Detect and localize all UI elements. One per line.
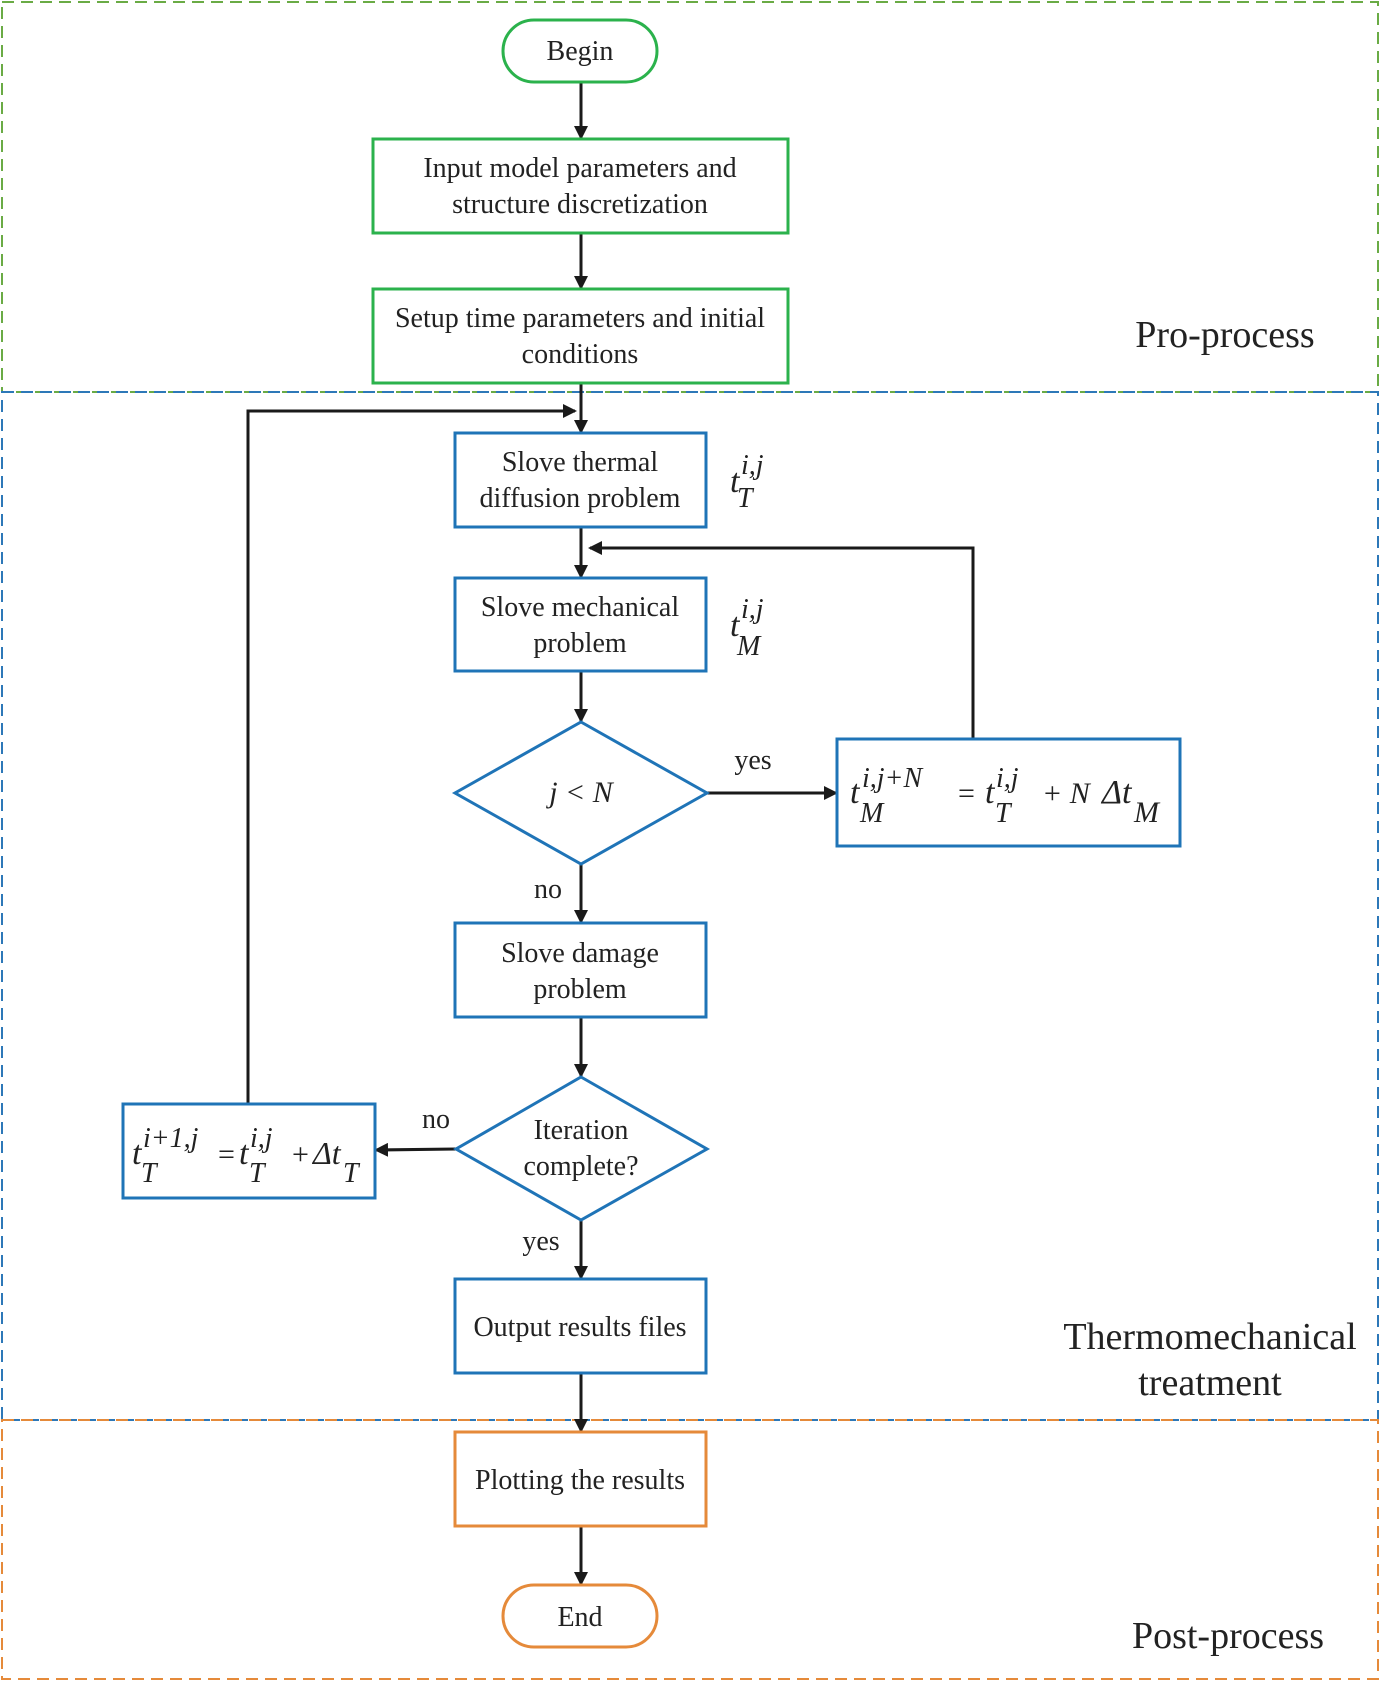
update-mech-plusN: + N [1042, 777, 1092, 810]
node-plot-shape [453, 1430, 708, 1528]
node-thermal-line-2: diffusion problem [480, 483, 681, 514]
node-plot-label: Plotting the results [475, 1465, 685, 1496]
update-mech-t1: t [850, 774, 861, 811]
node-update-thermal-shape [121, 1102, 377, 1200]
update-mech-t2: t [985, 774, 996, 811]
update-thermal-plus: + [292, 1138, 309, 1171]
node-damage-line-1: Slove damage [501, 938, 659, 969]
node-mech-line-1: Slove mechanical [481, 592, 679, 623]
edge-label-yes-jN: yes [734, 745, 771, 776]
update-thermal-sub3: T [343, 1158, 361, 1189]
edge-label-yes-iter: yes [522, 1226, 559, 1257]
node-output: Output results files [453, 1277, 708, 1375]
edge-label-no-iter: no [422, 1104, 450, 1135]
node-update-mech: t i,j+N M = t i,j T + N Δt M [835, 737, 1182, 848]
annot-tT-t: t [730, 463, 741, 500]
region-post-process [1, 1419, 1379, 1680]
update-mech-sup2: i,j [996, 763, 1019, 794]
node-output-shape [453, 1277, 708, 1375]
edge-time-loop-back [246, 404, 577, 1104]
update-thermal-dt: Δt [311, 1135, 342, 1171]
node-mech-shape [453, 576, 708, 673]
node-end-shape [501, 1583, 659, 1649]
node-damage: Slove damage problem [453, 921, 708, 1019]
node-damage-line-2: problem [533, 974, 627, 1005]
node-mech-line-2: problem [533, 628, 627, 659]
annot-tM-sup: i,j [741, 594, 764, 625]
node-begin: Begin [501, 18, 659, 84]
node-output-label: Output results files [473, 1312, 686, 1343]
node-decision-iter-shape [452, 1075, 711, 1222]
region-thermomechanical [1, 391, 1379, 1421]
node-mech: Slove mechanical problem [453, 576, 708, 673]
node-decision-iter: Iteration complete? [452, 1075, 711, 1222]
annot-tM-sub: M [736, 631, 762, 662]
node-decision-iter-line-2: complete? [523, 1151, 638, 1182]
update-mech-sub1: M [859, 798, 885, 829]
update-mech-sup1: i,j+N [862, 763, 923, 794]
node-input-line-2: structure discretization [452, 189, 708, 220]
node-plot: Plotting the results [453, 1430, 708, 1528]
node-thermal: Slove thermal diffusion problem [453, 431, 708, 529]
node-update-mech-shape [835, 737, 1182, 848]
annotation-tM-ij: t i,j M [730, 594, 764, 662]
update-thermal-sub2: T [249, 1158, 267, 1189]
update-mech-dt: Δt [1100, 774, 1133, 811]
node-setup-line-2: conditions [522, 339, 639, 370]
update-thermal-t1: t [132, 1135, 143, 1172]
node-damage-shape [453, 921, 708, 1019]
update-mech-sub3: M [1133, 796, 1161, 829]
update-thermal-sup1: i+1,j [143, 1123, 199, 1154]
region-label-pre: Pro-process [1135, 314, 1314, 356]
node-end-label: End [557, 1602, 602, 1633]
update-mech-eq: = [958, 777, 975, 810]
edge-iter-no [374, 1142, 457, 1157]
node-input-line-1: Input model parameters and [423, 153, 736, 184]
node-decision-iter-line-1: Iteration [534, 1115, 629, 1146]
region-label-post: Post-process [1132, 1615, 1324, 1657]
annot-tT-sub: T [737, 483, 755, 514]
edge-label-no-jN: no [534, 874, 562, 905]
annot-tT-sup: i,j [741, 450, 764, 481]
node-decision-jN: j < N [451, 720, 711, 866]
annotation-tT-ij: t i,j T [730, 450, 764, 514]
node-begin-label: Begin [547, 36, 614, 67]
region-label-thermo-2: treatment [1138, 1362, 1282, 1404]
node-input: Input model parameters and structure dis… [371, 137, 790, 235]
node-update-thermal: t i+1,j T = t i,j T + Δt T [121, 1102, 377, 1200]
connectors [246, 82, 975, 1586]
update-thermal-eq: = [218, 1138, 235, 1171]
update-thermal-sub1: T [141, 1158, 159, 1189]
update-thermal-t2: t [239, 1135, 250, 1172]
node-thermal-line-1: Slove thermal [502, 447, 659, 478]
region-label-thermo-1: Thermomechanical [1063, 1316, 1356, 1358]
update-thermal-sup2: i,j [250, 1123, 273, 1154]
node-decision-jN-shape [451, 720, 711, 866]
node-decision-jN-label: j < N [545, 776, 615, 809]
node-setup-shape [371, 287, 790, 385]
node-setup: Setup time parameters and initial condit… [371, 287, 790, 385]
node-end: End [501, 1583, 659, 1649]
edge-mech-loop-back [588, 541, 975, 739]
annot-tM-t: t [730, 607, 741, 644]
update-mech-sub2: T [995, 798, 1013, 829]
node-setup-line-1: Setup time parameters and initial [395, 303, 765, 334]
node-input-shape [371, 137, 790, 235]
node-thermal-shape [453, 431, 708, 529]
node-begin-shape [501, 18, 659, 84]
